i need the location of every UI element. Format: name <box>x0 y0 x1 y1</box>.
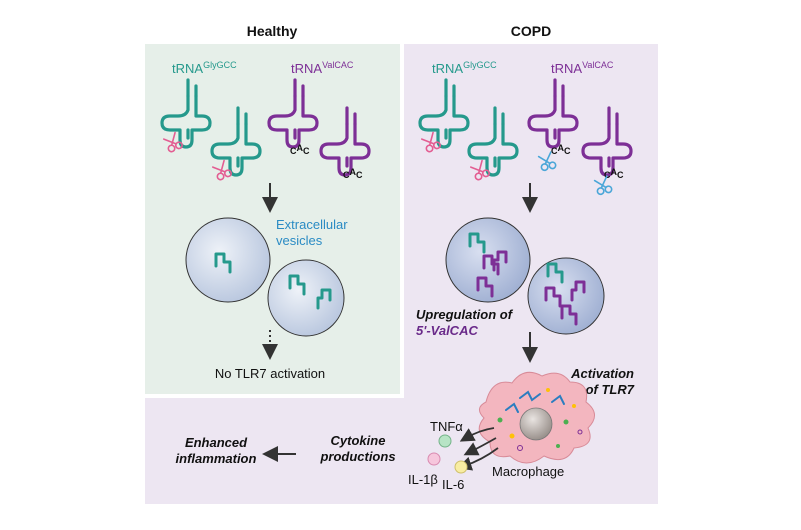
cytokine-productions-label: productions <box>319 449 395 464</box>
extracellular-vesicle <box>445 217 531 303</box>
arrow <box>459 427 495 442</box>
tlr7-activation-label: of TLR7 <box>586 382 635 397</box>
enhanced-inflammation-label: Enhanced <box>185 435 248 450</box>
extracellular-vesicle <box>185 217 271 303</box>
macrophage-nucleus <box>519 407 553 441</box>
healthy-panel <box>145 44 400 394</box>
arrow <box>463 437 497 456</box>
cytokine-productions-label: Cytokine <box>331 433 386 448</box>
tnf-alpha-label: TNFα <box>430 419 463 434</box>
upregulation-label: Upregulation of <box>416 307 514 322</box>
anticodon-label: CAC <box>604 167 624 180</box>
anticodon-label: CAC <box>290 143 310 156</box>
anticodon-label: CAC <box>551 143 571 156</box>
macrophage-granules <box>497 388 583 451</box>
enhanced-inflammation-label: inflammation <box>176 451 257 466</box>
upregulation-label: 5'-ValCAC <box>416 323 478 338</box>
tlr7-icon <box>505 390 565 413</box>
healthy-trna-gly-label: tRNAGlyGCC <box>172 60 237 76</box>
il1b-label: IL-1β <box>408 472 438 487</box>
anticodon-label: CAC <box>343 167 363 180</box>
extracellular-vesicles-label: Extracellular <box>276 217 348 232</box>
tnf-alpha-dot <box>438 434 452 448</box>
copd-trna-gly-label: tRNAGlyGCC <box>432 60 497 76</box>
extracellular-vesicles-label: vesicles <box>276 233 323 248</box>
macrophage-label: Macrophage <box>492 464 564 479</box>
il1b-dot <box>427 452 441 466</box>
no-tlr7-activation-label: No TLR7 activation <box>215 366 325 381</box>
il6-dot <box>454 460 468 474</box>
il6-label: IL-6 <box>442 477 464 492</box>
extracellular-vesicle <box>267 259 345 337</box>
healthy-trna-val-label: tRNAValCAC <box>291 60 354 76</box>
tlr7-activation-label: Activation <box>570 366 634 381</box>
copd-title: COPD <box>511 23 551 39</box>
healthy-title: Healthy <box>247 23 298 39</box>
copd-trna-val-label: tRNAValCAC <box>551 60 614 76</box>
extracellular-vesicle <box>527 257 605 335</box>
